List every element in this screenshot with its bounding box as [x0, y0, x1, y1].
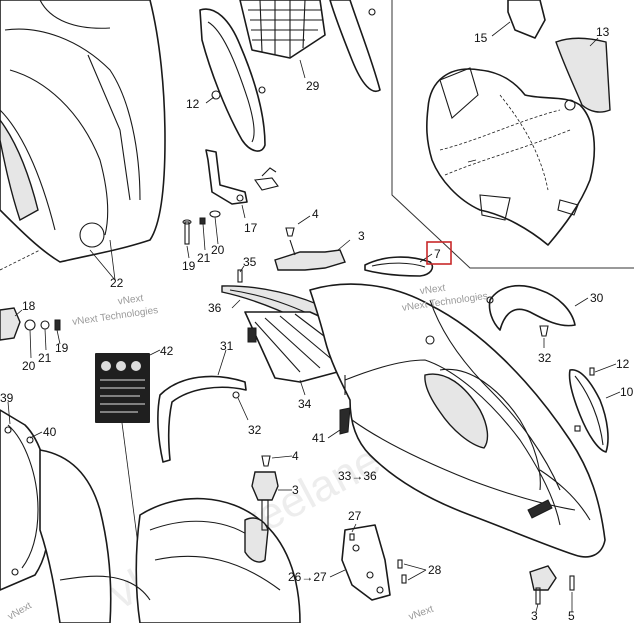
- watermark-3: vNext: [6, 600, 34, 622]
- watermark-1b: vNext Technologies: [72, 305, 159, 328]
- callout-30[interactable]: 30: [590, 291, 604, 305]
- part-7-trim: [364, 241, 452, 277]
- part-4-clip-top: [285, 215, 311, 237]
- callout-7[interactable]: 7: [434, 247, 441, 261]
- callout-18[interactable]: 18: [22, 299, 36, 313]
- part-13-pad: [555, 37, 611, 113]
- part-41-seal: [327, 407, 351, 439]
- callout-13[interactable]: 13: [596, 25, 610, 39]
- fastener-set-19-21-20: [182, 210, 221, 259]
- lower-cowl: [39, 449, 301, 623]
- callout-31[interactable]: 31: [220, 339, 234, 353]
- callout-39[interactable]: 39: [0, 391, 14, 405]
- callout-20-left[interactable]: 20: [22, 359, 36, 373]
- callout-40[interactable]: 40: [43, 425, 57, 439]
- callout-19-left[interactable]: 19: [55, 341, 69, 355]
- callout-3-mid[interactable]: 3: [292, 483, 299, 497]
- callout-10[interactable]: 10: [620, 385, 634, 399]
- part-15-panel: [507, 0, 546, 39]
- part-40-left-frame: [0, 401, 51, 591]
- callout-33-36[interactable]: 33→36: [338, 469, 377, 483]
- selected-part-highlight[interactable]: [426, 241, 452, 265]
- watermarks-right: vNext vNext Technologies: [401, 283, 488, 314]
- part-12-vent: [199, 8, 266, 152]
- watermark-1a: vNext: [117, 293, 144, 307]
- callout-3-bottom[interactable]: 3: [531, 609, 538, 623]
- callout-28[interactable]: 28: [428, 563, 442, 577]
- part-29-mesh-panel: [239, 0, 326, 79]
- callout-17[interactable]: 17: [244, 221, 258, 235]
- fastener-set-18-20-21-19: [0, 307, 61, 359]
- part-4-3-lower-fastener: [251, 455, 293, 531]
- part-32-clip-right: [539, 325, 549, 348]
- part-26-27-28-bracket: [329, 523, 427, 601]
- callout-4-top[interactable]: 4: [312, 207, 319, 221]
- callout-21-top[interactable]: 21: [197, 251, 211, 265]
- callout-35[interactable]: 35: [243, 255, 257, 269]
- part-35-screw: [237, 265, 245, 283]
- inset-detail: [391, 0, 634, 269]
- part-22-front-cowl: [0, 0, 166, 281]
- callout-27[interactable]: 27: [348, 509, 362, 523]
- callout-5[interactable]: 5: [568, 609, 575, 623]
- watermark-4: vNext: [407, 604, 435, 623]
- side-trim-upper: [329, 0, 381, 92]
- callout-15[interactable]: 15: [474, 31, 488, 45]
- callout-22[interactable]: 22: [110, 276, 124, 290]
- callout-29[interactable]: 29: [306, 79, 320, 93]
- callout-32-right[interactable]: 32: [538, 351, 552, 365]
- callout-20-top[interactable]: 20: [211, 243, 225, 257]
- main-side-fairing: [309, 283, 606, 558]
- part-17-bracket: [205, 149, 279, 219]
- callout-42[interactable]: 42: [160, 344, 174, 358]
- watermarks: vNext vNext Technologies: [72, 293, 159, 328]
- callout-19-top[interactable]: 19: [182, 259, 196, 273]
- callout-32-mid[interactable]: 32: [248, 423, 262, 437]
- callout-26-27[interactable]: 26→27: [288, 570, 327, 584]
- callout-3-top[interactable]: 3: [358, 229, 365, 243]
- callout-41[interactable]: 41: [312, 431, 326, 445]
- callout-labels: 15 13 29 12 17 4 3 7 19 21 20 22 35 18 2…: [0, 25, 634, 623]
- callout-21-left[interactable]: 21: [38, 351, 52, 365]
- part-10-side-vent: [568, 363, 621, 453]
- callout-4-mid[interactable]: 4: [292, 449, 299, 463]
- part-3-5-bottom-fastener: [529, 565, 575, 613]
- callout-12-right[interactable]: 12: [616, 357, 630, 371]
- callout-36[interactable]: 36: [208, 301, 222, 315]
- part-3-duct-bracket: [274, 239, 351, 271]
- part-30-cap: [488, 284, 589, 331]
- watermark-2a: vNext: [419, 283, 446, 297]
- callout-34[interactable]: 34: [298, 397, 312, 411]
- watermark-2b: vNext Technologies: [401, 291, 488, 314]
- callout-12-top[interactable]: 12: [186, 97, 200, 111]
- part-31-curved-trim: [157, 349, 249, 463]
